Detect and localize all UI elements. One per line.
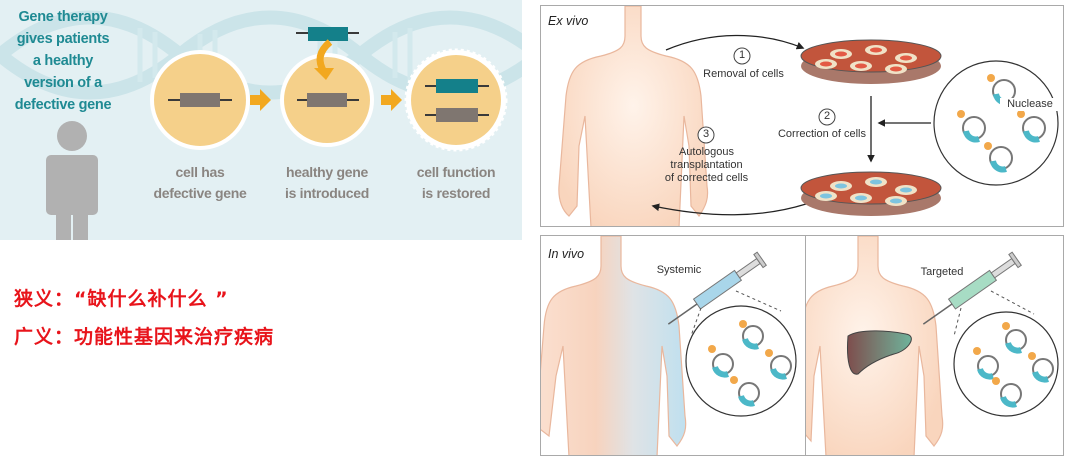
step-1-label: Removal of cells [703, 68, 784, 80]
infographic-title: Gene therapy gives patients a healthy ve… [8, 6, 118, 116]
plasmid-icon [765, 349, 792, 380]
infographic-artwork [0, 10, 522, 240]
plasmid-icon [708, 345, 734, 378]
petri-dish-blue-cells [800, 171, 942, 216]
title-line: Gene therapy [18, 9, 108, 25]
broad-definition: 广义：功能性基因来治疗疾病 [14, 326, 275, 348]
human-body-illustration [541, 236, 687, 455]
person-icon [46, 121, 98, 240]
step-number-circle [818, 108, 836, 126]
title-line: version of a [24, 75, 102, 91]
step-3-label: Autologous transplantation of corrected … [659, 146, 754, 185]
step-2-label: Correction of cells [777, 128, 867, 140]
defective-gene-icon [436, 108, 478, 122]
label-line: Autologous [678, 146, 735, 158]
in-vivo-targeted-panel: Targeted [805, 235, 1064, 456]
step-2-number: 2 [823, 110, 831, 122]
plasmid-icon [984, 142, 1013, 173]
plasmid-icon [973, 347, 999, 380]
gene-therapy-infographic: Gene therapy gives patients a healthy ve… [0, 0, 522, 240]
step-caption-2: healthy gene is introduced [262, 162, 392, 204]
label-line: transplantation [670, 159, 743, 171]
label-line: of corrected cells [664, 172, 749, 184]
defective-gene-icon [180, 93, 220, 107]
ex-vivo-artwork [558, 6, 1059, 226]
arrow-removal [665, 34, 805, 51]
arrow-right-icon [381, 89, 402, 111]
plasmid-inset [953, 311, 1059, 417]
arrow-right-icon [250, 89, 271, 111]
syringe-icon [667, 251, 767, 325]
title-line: gives patients [16, 31, 110, 47]
caption-line: cell has [175, 164, 225, 180]
liver-icon [847, 330, 912, 375]
defective-gene-icon [307, 93, 347, 107]
caption-line: is introduced [285, 185, 369, 201]
plasmid-inset [685, 305, 797, 417]
healthy-gene-icon [436, 79, 478, 93]
step-caption-1: cell has defective gene [135, 162, 265, 204]
plasmid-icon [739, 320, 764, 350]
in-vivo-systemic-panel: In vivo Systemic [540, 235, 806, 456]
healthy-gene-icon [308, 27, 348, 41]
step-number-circle [697, 126, 715, 144]
ex-vivo-panel: Ex vivo 1 Removal of cells 2 Correction … [540, 5, 1064, 227]
petri-dish-red-cells [800, 39, 942, 84]
step-1-number: 1 [738, 49, 746, 61]
ex-vivo-title: Ex vivo [548, 14, 589, 28]
targeted-artwork [806, 236, 1059, 455]
caption-line: cell function [416, 164, 496, 180]
targeted-label: Targeted [920, 266, 964, 278]
caption-line: defective gene [153, 185, 247, 201]
caption-line: is restored [421, 185, 491, 201]
human-body-illustration [558, 6, 709, 226]
nuclease-inset [933, 60, 1059, 186]
plasmid-icon [992, 377, 1022, 408]
nuclease-label: Nuclease [1000, 98, 1060, 111]
caption-line: healthy gene [286, 164, 368, 180]
syringe-icon [922, 251, 1022, 325]
arrow-transplant [651, 203, 807, 216]
in-vivo-title: In vivo [548, 247, 585, 261]
title-line: a healthy [32, 53, 94, 69]
step-number-circle [733, 47, 751, 65]
systemic-artwork [541, 236, 797, 455]
plasmid-icon [1002, 322, 1027, 354]
cell-restored [404, 48, 508, 152]
narrow-definition: 狭义：“缺什么补什么 ” [14, 288, 229, 310]
plasmid-icon [730, 376, 760, 407]
plasmid-icon [957, 110, 986, 143]
step-caption-3: cell function is restored [391, 162, 521, 204]
systemic-label: Systemic [656, 264, 702, 276]
step-3-number: 3 [702, 128, 710, 140]
title-line: defective gene [14, 97, 112, 113]
plasmid-icon [1028, 352, 1054, 383]
plasmid-icon [1017, 110, 1046, 143]
cell-gene-introduced [280, 27, 374, 147]
cell-defective [150, 50, 250, 150]
